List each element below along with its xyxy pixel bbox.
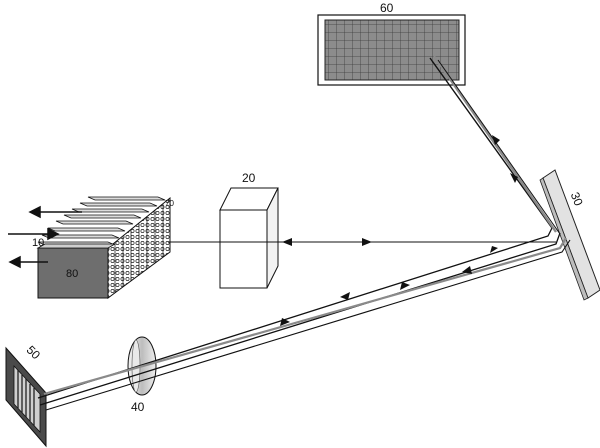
component-30-mirror: [539, 169, 600, 301]
label-40: 40: [131, 400, 145, 414]
emitter-arrows: [8, 205, 82, 269]
component-60-detector: [317, 14, 466, 86]
beam-gray-1: [43, 237, 567, 396]
beam-up-3: [437, 59, 561, 235]
beam-paths: [37, 55, 571, 411]
label-20: 20: [242, 171, 256, 185]
label-30: 30: [568, 190, 586, 208]
beam-black-1: [37, 227, 553, 399]
label-70: 70: [165, 199, 174, 208]
component-80-emitter-array: [36, 196, 171, 299]
beam-up-1: [429, 57, 553, 229]
component-20-box: [219, 187, 279, 289]
label-60: 60: [380, 1, 394, 15]
label-10: 10: [32, 237, 44, 249]
label-80: 80: [66, 268, 78, 280]
beam-black-2: [39, 232, 561, 406]
label-50: 50: [24, 343, 44, 363]
component-50-grating: [5, 346, 47, 448]
beam-arrows: [280, 135, 518, 326]
beam-black-3: [45, 239, 571, 411]
